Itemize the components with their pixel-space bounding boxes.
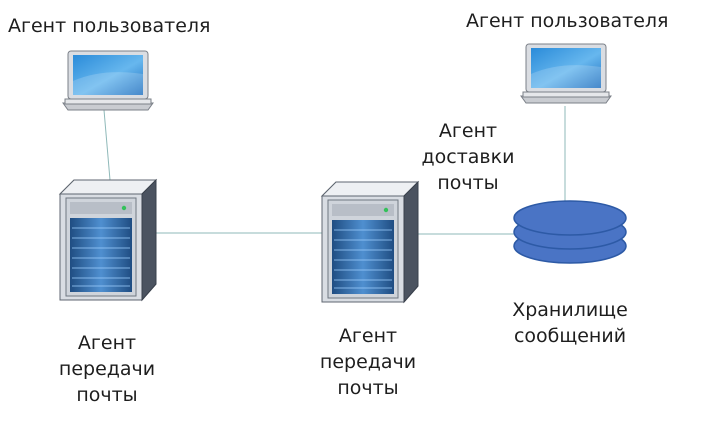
delivery-agent-line: Агент [420,118,516,144]
transfer-agent-line: почты [52,382,162,408]
server-icon [320,178,420,306]
connector-laptop-left-to-server-left [104,110,110,180]
message-store-label: Хранилище сообщений [502,297,638,349]
user-agent-right-label: Агент пользователя [466,8,669,34]
delivery-agent-label: Агент доставки почты [420,118,516,196]
transfer-agent-line: почты [313,375,423,401]
transfer-agent-line: Агент [52,330,162,356]
laptop-icon [520,43,612,105]
user-agent-left-label: Агент пользователя [8,13,211,39]
server-icon [58,176,158,304]
database-icon [508,198,632,268]
transfer-agent-line: передачи [52,356,162,382]
delivery-agent-line: доставки [420,144,516,170]
transfer-agent-left-label: Агент передачи почты [52,330,162,408]
laptop-icon [62,50,154,112]
message-store-line: сообщений [502,323,638,349]
transfer-agent-center-label: Агент передачи почты [313,323,423,401]
message-store-line: Хранилище [502,297,638,323]
transfer-agent-line: передачи [313,349,423,375]
delivery-agent-line: почты [420,170,516,196]
transfer-agent-line: Агент [313,323,423,349]
